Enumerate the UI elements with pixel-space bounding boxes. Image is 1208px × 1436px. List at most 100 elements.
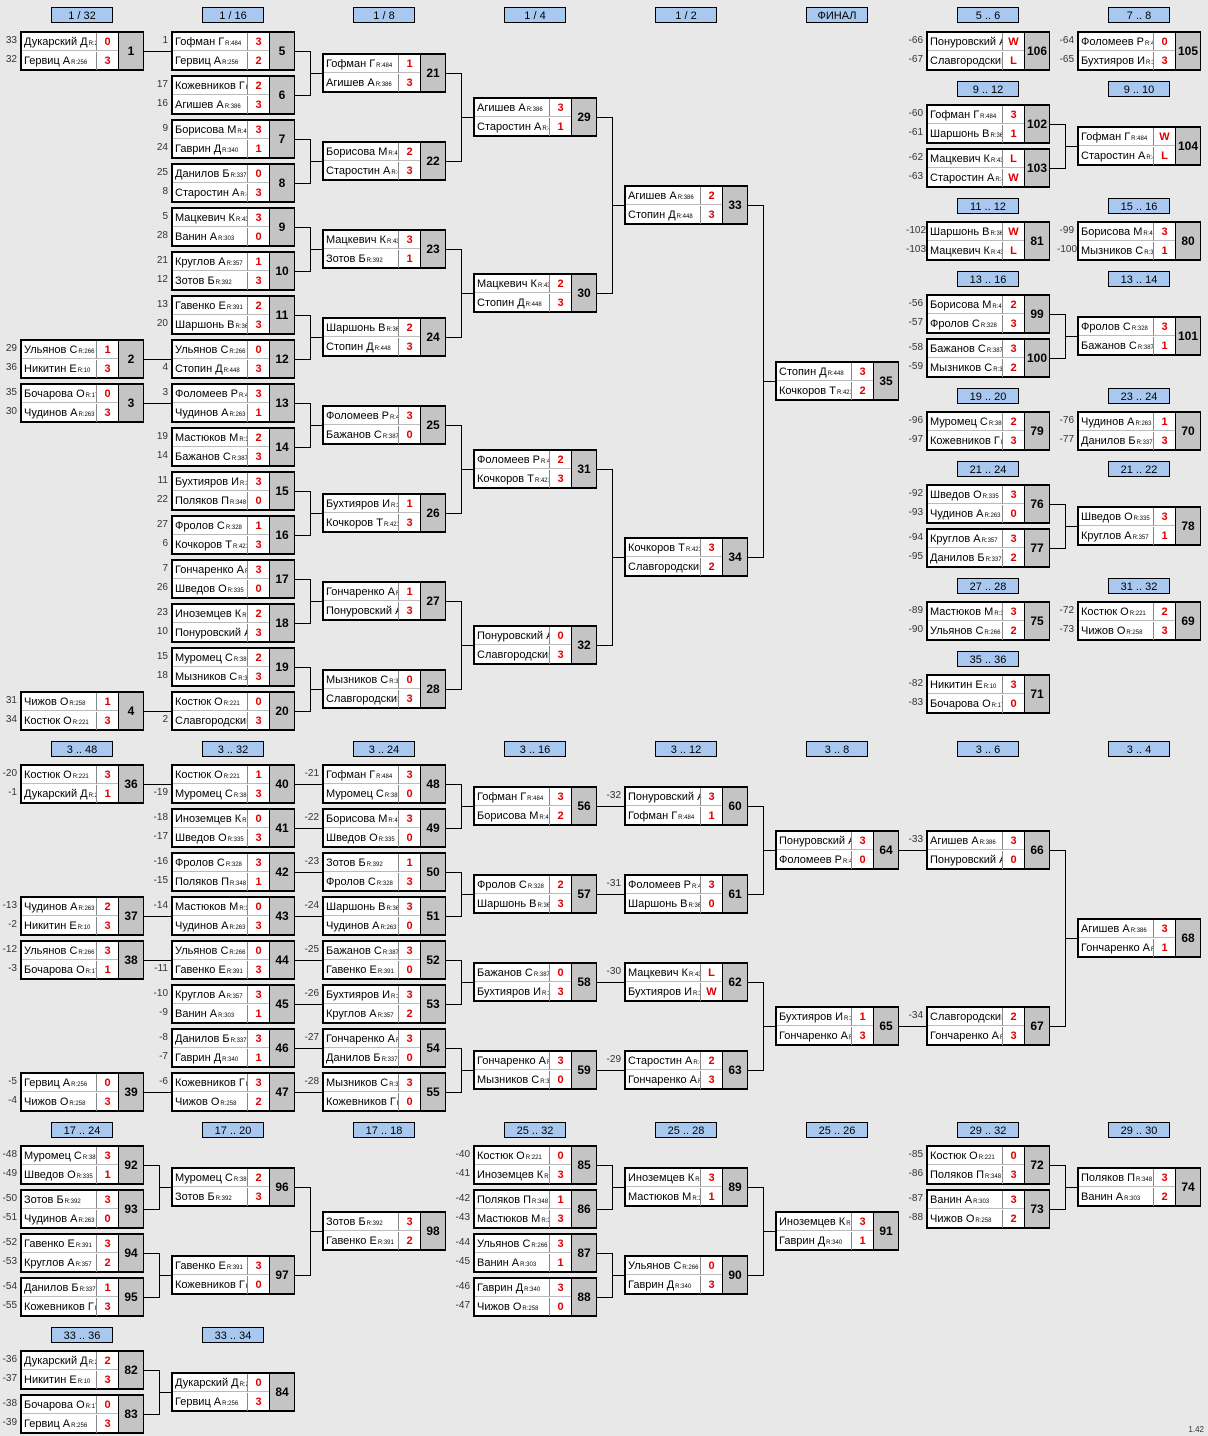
round-header[interactable]: 3 .. 4 — [1108, 741, 1170, 757]
player-name[interactable]: Старостин АR:418 — [475, 118, 549, 136]
player-name[interactable]: Борисова МR:409 — [475, 807, 549, 825]
player-name[interactable]: Славгородский ГR:473 — [475, 646, 549, 664]
match-box[interactable]: Фоломеев РR:4520Бухтияров ИR:3983105 — [1077, 31, 1201, 71]
player-name[interactable]: Агишев АR:386 — [1079, 920, 1153, 938]
player-name[interactable]: Гончаренко АR:421 — [1079, 939, 1153, 957]
match-box[interactable]: Иноземцев КR:3433Мастюков МR:366189 — [624, 1167, 748, 1207]
player-name[interactable]: Мацкевич КR:438 — [324, 231, 398, 249]
player-name[interactable]: Гервиц АR:256 — [22, 1074, 96, 1092]
player-name[interactable]: Чижов ОR:258 — [928, 1210, 1002, 1228]
player-name[interactable]: Гофман ГR:484 — [626, 807, 700, 825]
player-name[interactable]: Зотов БR:392 — [22, 1191, 96, 1209]
player-name[interactable]: Агишев АR:386 — [324, 74, 398, 92]
player-name[interactable]: Борисова МR:409 — [1079, 223, 1153, 241]
player-name[interactable]: Фоломеев РR:452 — [1079, 33, 1153, 51]
player-name[interactable]: Шведов ОR:335 — [173, 580, 247, 598]
round-header[interactable]: 1 / 4 — [504, 7, 566, 23]
player-name[interactable]: Понуровский АR:403 — [928, 33, 1002, 51]
player-name[interactable]: Чудинов АR:263 — [928, 505, 1002, 523]
player-name[interactable]: Поляков ПR:348 — [475, 1191, 549, 1209]
player-name[interactable]: Бажанов СR:387 — [928, 340, 1002, 358]
player-name[interactable]: Шведов ОR:335 — [1079, 508, 1153, 526]
player-name[interactable]: Поляков ПR:348 — [928, 1166, 1002, 1184]
round-header[interactable]: 17 .. 18 — [353, 1122, 415, 1138]
player-name[interactable]: Фролов СR:328 — [475, 876, 549, 894]
player-name[interactable]: Борисова МR:409 — [324, 143, 398, 161]
player-name[interactable]: Мастюков МR:366 — [928, 603, 1002, 621]
player-name[interactable]: Кожевников ГR:371 — [22, 1298, 96, 1316]
player-name[interactable]: Ванин АR:303 — [173, 1005, 247, 1023]
round-header[interactable]: 3 .. 24 — [353, 741, 415, 757]
player-name[interactable]: Славгородский ГR:473 — [626, 558, 700, 576]
player-name[interactable]: Фролов СR:328 — [1079, 318, 1153, 336]
match-box[interactable]: Фоломеев РR:4522Кочкоров ТR:421331 — [473, 449, 597, 489]
player-name[interactable]: Бочарова ОR:171 — [22, 385, 96, 403]
player-name[interactable]: Бажанов СR:387 — [173, 448, 247, 466]
player-name[interactable]: Костюк ОR:221 — [173, 693, 247, 711]
player-name[interactable]: Борисова МR:409 — [324, 810, 398, 828]
player-name[interactable]: Гавенко ЕR:391 — [22, 1235, 96, 1253]
match-box[interactable]: Старостин АR:4182Гончаренко АR:421363 — [624, 1050, 748, 1090]
player-name[interactable]: Мастюков МR:366 — [475, 1210, 549, 1228]
player-name[interactable]: Бухтияров ИR:398 — [626, 983, 700, 1001]
player-name[interactable]: Кочкоров ТR:421 — [324, 514, 398, 532]
match-box[interactable]: Бухтияров ИR:3981Кочкоров ТR:421326 — [322, 493, 446, 533]
player-name[interactable]: Кочкоров ТR:421 — [173, 536, 247, 554]
player-name[interactable]: Чудинов АR:263 — [22, 404, 96, 422]
player-name[interactable]: Фоломеев РR:452 — [626, 876, 700, 894]
player-name[interactable]: Муромец СR:386 — [173, 785, 247, 803]
player-name[interactable]: Кожевников ГR:371 — [324, 1093, 398, 1111]
player-name[interactable]: Мызников СR:368 — [928, 359, 1002, 377]
match-box[interactable]: Славгородский ГR:4732Гончаренко АR:42136… — [926, 1006, 1050, 1046]
round-header[interactable]: 9 .. 10 — [1108, 81, 1170, 97]
player-name[interactable]: Ванин АR:303 — [173, 228, 247, 246]
round-header[interactable]: 9 .. 12 — [957, 81, 1019, 97]
player-name[interactable]: Гофман ГR:484 — [173, 33, 247, 51]
player-name[interactable]: Зотов БR:392 — [324, 250, 398, 268]
player-name[interactable]: Круглов АR:357 — [928, 530, 1002, 548]
player-name[interactable]: Фоломеев РR:452 — [475, 451, 549, 469]
round-header[interactable]: 3 .. 8 — [806, 741, 868, 757]
player-name[interactable]: Муромец СR:386 — [173, 1169, 247, 1187]
player-name[interactable]: Кочкоров ТR:421 — [626, 539, 700, 557]
player-name[interactable]: Бухтияров ИR:398 — [324, 495, 398, 513]
player-name[interactable]: Гончаренко АR:421 — [928, 1027, 1002, 1045]
player-name[interactable]: Круглов АR:357 — [173, 253, 247, 271]
player-name[interactable]: Агишев АR:386 — [173, 96, 247, 114]
round-header[interactable]: 1 / 8 — [353, 7, 415, 23]
player-name[interactable]: Данилов БR:337 — [324, 1049, 398, 1067]
player-name[interactable]: Гончаренко АR:421 — [475, 1052, 549, 1070]
player-name[interactable]: Никитин ЕR:10 — [928, 676, 1002, 694]
round-header[interactable]: 13 .. 16 — [957, 271, 1019, 287]
player-name[interactable]: Бухтияров ИR:398 — [777, 1008, 851, 1026]
player-name[interactable]: Старостин АR:418 — [324, 162, 398, 180]
player-name[interactable]: Мацкевич КR:438 — [928, 242, 1002, 260]
player-name[interactable]: Ванин АR:303 — [475, 1254, 549, 1272]
player-name[interactable]: Мызников СR:368 — [1079, 242, 1153, 260]
player-name[interactable]: Дукарский ДR:246 — [22, 33, 96, 51]
player-name[interactable]: Ванин АR:303 — [928, 1191, 1002, 1209]
round-header[interactable]: 29 .. 30 — [1108, 1122, 1170, 1138]
player-name[interactable]: Фролов СR:328 — [173, 854, 247, 872]
player-name[interactable]: Иноземцев КR:343 — [777, 1213, 851, 1231]
player-name[interactable]: Костюк ОR:221 — [22, 766, 96, 784]
player-name[interactable]: Шведов ОR:335 — [22, 1166, 96, 1184]
player-name[interactable]: Понуровский АR:403 — [928, 851, 1002, 869]
round-header[interactable]: 1 / 2 — [655, 7, 717, 23]
